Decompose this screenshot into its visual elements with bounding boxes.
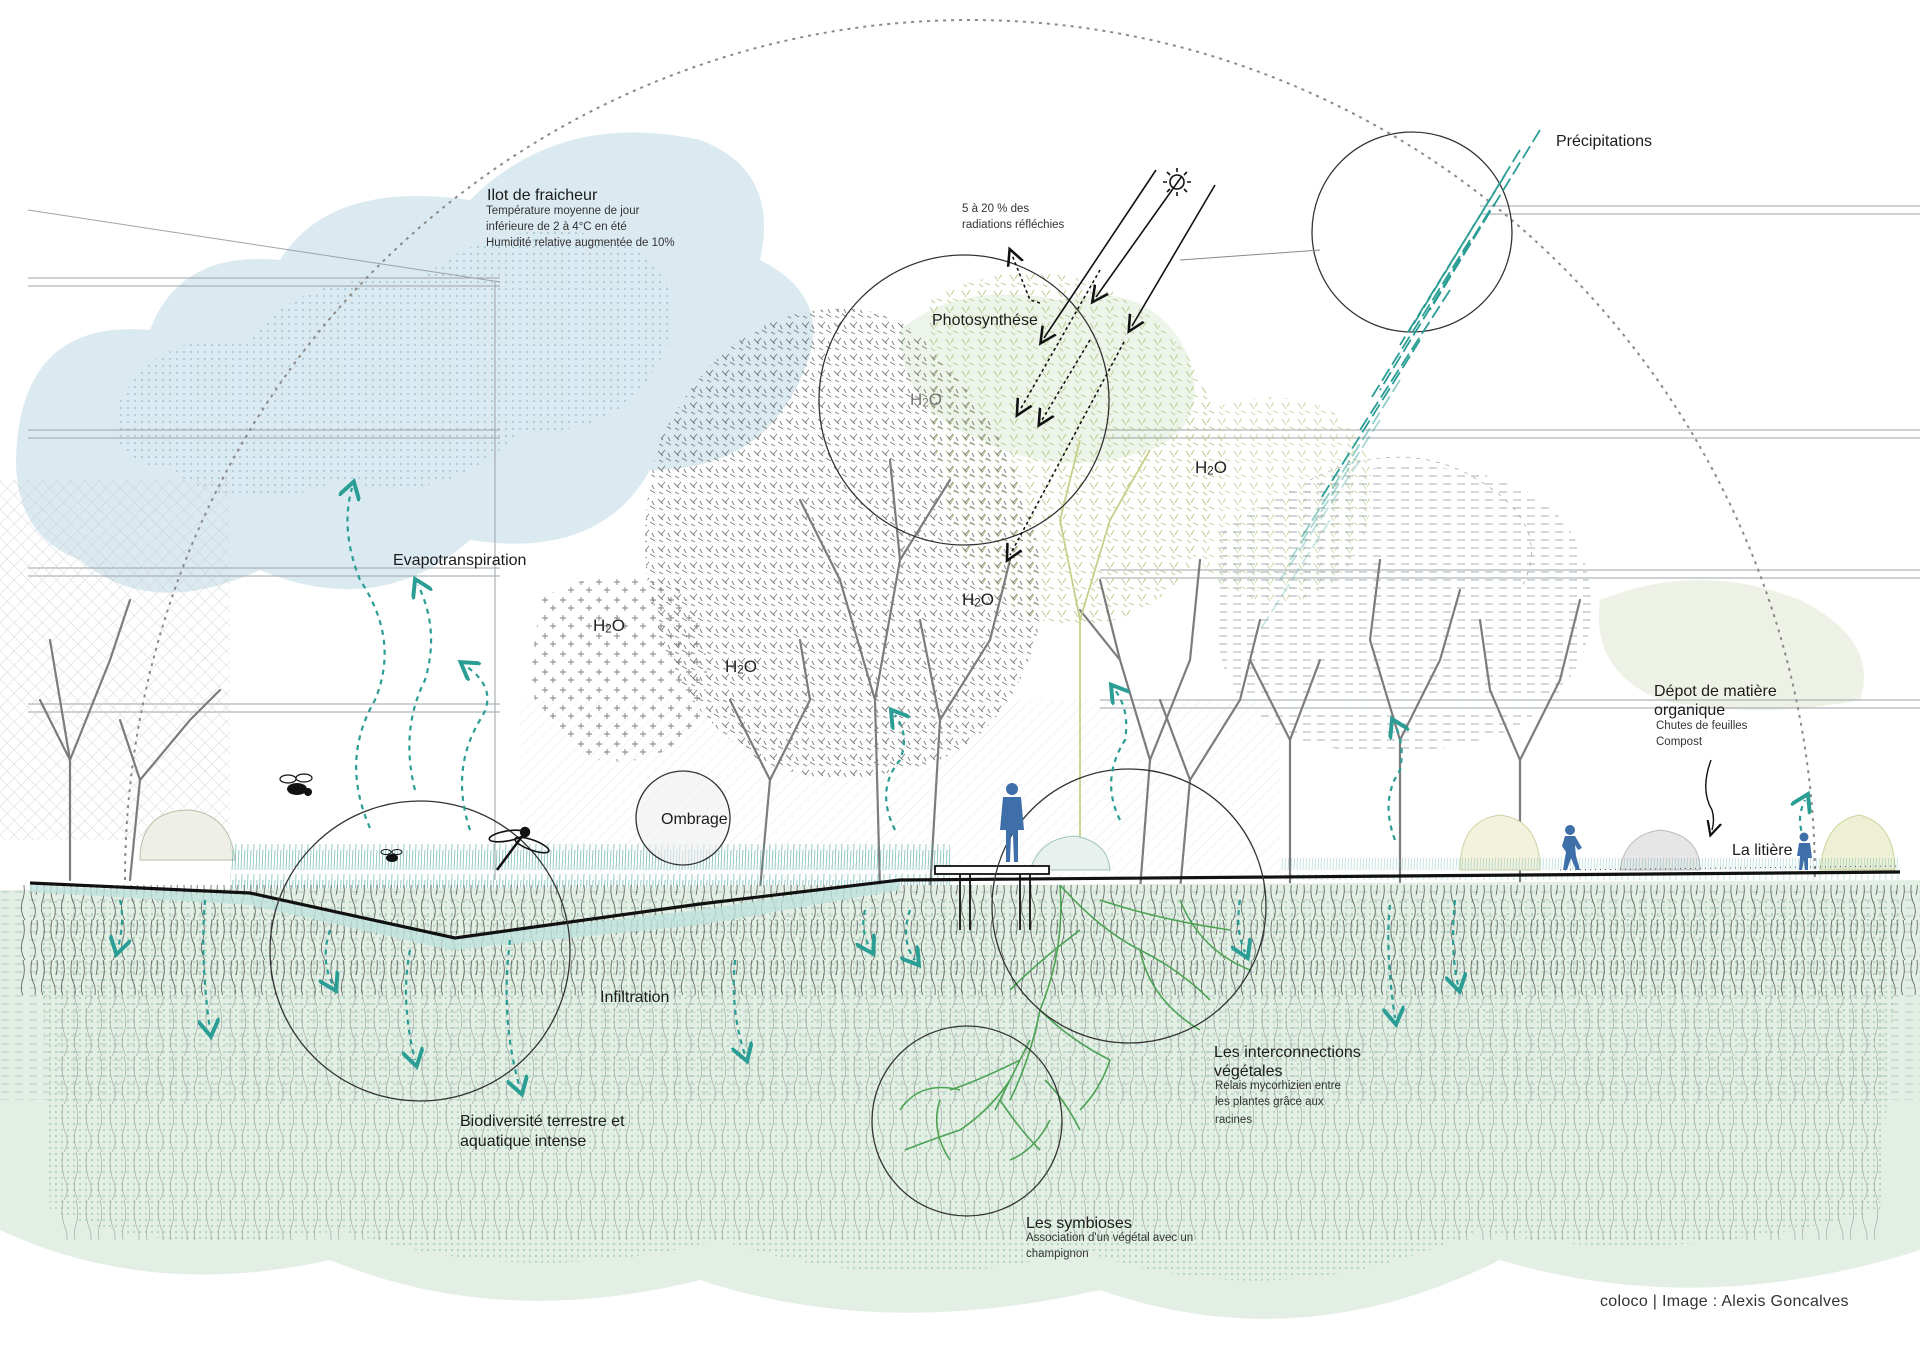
h2o-label: H2O bbox=[910, 390, 942, 410]
wetland-water bbox=[30, 878, 900, 950]
ground-shrubs bbox=[139, 809, 1896, 871]
h2o-label: H2O bbox=[725, 657, 757, 677]
organic-deposit-sub1: Chutes de feuilles bbox=[1656, 720, 1748, 732]
ground-line bbox=[29, 870, 1901, 940]
cool-island-line3: Humidité relative augmentée de 10% bbox=[486, 237, 675, 249]
h2o-label: H2O bbox=[593, 616, 625, 636]
interconnections-line2: végétales bbox=[1214, 1063, 1283, 1080]
evapotranspiration-label: Evapotranspiration bbox=[393, 552, 527, 569]
symbioses-sub2: champignon bbox=[1026, 1248, 1089, 1260]
symbioses-title: Les symbioses bbox=[1026, 1215, 1132, 1232]
dragonfly-icon bbox=[488, 826, 550, 871]
sun-icon bbox=[1163, 168, 1191, 196]
fly-icon-small bbox=[380, 849, 403, 862]
cool-island-line1: Température moyenne de jour bbox=[486, 205, 640, 217]
ombrage-label: Ombrage bbox=[661, 811, 728, 828]
h2o-label: H2O bbox=[1195, 458, 1227, 478]
radiation-line1: 5 à 20 % des bbox=[962, 203, 1030, 215]
concept-circles bbox=[269, 131, 1513, 1217]
walker-icon bbox=[1797, 832, 1812, 870]
evapotranspiration-arrows bbox=[348, 488, 1806, 841]
biodiversity-line2: aquatique intense bbox=[460, 1133, 587, 1150]
cool-island-title: Ilot de fraicheur bbox=[487, 187, 598, 204]
photosynthesis-label: Photosynthése bbox=[932, 312, 1038, 329]
circle-interconnections bbox=[991, 768, 1267, 1044]
interconnections-sub3: racines bbox=[1215, 1114, 1253, 1126]
precip-leader bbox=[1179, 249, 1321, 261]
precipitation-label: Précipitations bbox=[1556, 133, 1653, 150]
boardwalk bbox=[934, 865, 1050, 930]
fly-icon bbox=[279, 773, 313, 796]
cool-island-line2: inférieure de 2 à 4°C en été bbox=[486, 221, 627, 233]
solar-rays bbox=[1010, 169, 1216, 555]
circle-symbioses bbox=[871, 1025, 1063, 1217]
leaf-fall-arrow bbox=[1705, 759, 1714, 830]
organic-deposit-line1: Dépot de matière bbox=[1654, 683, 1777, 700]
organic-deposit-sub2: Compost bbox=[1656, 736, 1703, 748]
child-icon bbox=[1562, 825, 1582, 870]
circle-biodiversity bbox=[269, 800, 571, 1102]
infiltration-label: Infiltration bbox=[600, 989, 670, 1006]
building-hatch-left bbox=[0, 480, 230, 840]
tree-trunks bbox=[38, 458, 1582, 892]
soil-section bbox=[0, 880, 1920, 1319]
rain-streaks bbox=[1259, 129, 1541, 631]
symbioses-sub1: Association d'un végétal avec un bbox=[1026, 1232, 1194, 1244]
dome-outline bbox=[124, 19, 1816, 881]
biodiversity-line1: Biodiversité terrestre et bbox=[460, 1113, 625, 1130]
image-credit: coloco | Image : Alexis Goncalves bbox=[1600, 1293, 1849, 1310]
organic-deposit-line2: organique bbox=[1654, 702, 1726, 719]
infiltration-arrows bbox=[118, 899, 1458, 1088]
interconnections-sub2: les plantes grâce aux bbox=[1215, 1096, 1324, 1108]
circle-photosynthesis bbox=[818, 254, 1110, 546]
h2o-label: H2O bbox=[962, 590, 994, 610]
litter-label: La litière bbox=[1732, 842, 1793, 859]
fence bbox=[1559, 865, 1901, 871]
interconnections-line1: Les interconnections bbox=[1214, 1044, 1361, 1061]
interconnections-sub1: Relais mycorhizien entre bbox=[1215, 1080, 1341, 1092]
cool-island-cloud bbox=[16, 132, 1864, 710]
person-icon bbox=[1000, 783, 1024, 862]
circle-ombrage bbox=[635, 770, 731, 866]
radiation-line2: radiations réfléchies bbox=[962, 219, 1065, 231]
yellow-tree-trunks bbox=[1059, 439, 1151, 860]
circle-precipitation bbox=[1311, 131, 1513, 333]
